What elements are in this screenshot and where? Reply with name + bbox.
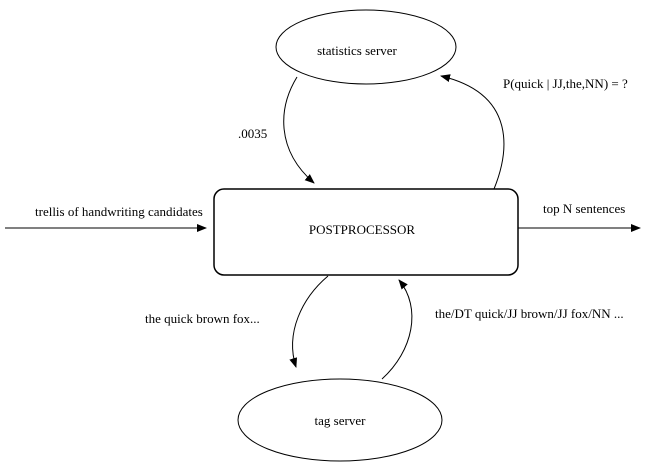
edge-stats-query-arrow xyxy=(440,74,505,190)
tag-query-label: the quick brown fox... xyxy=(145,311,260,326)
stats-response-label: .0035 xyxy=(238,126,268,141)
postprocessor-label: POSTPROCESSOR xyxy=(308,222,416,237)
stats-query-label: P(quick | JJ,the,NN) = ? xyxy=(503,76,628,91)
tag-response-label: the/DT quick/JJ brown/JJ fox/NN ... xyxy=(435,306,624,321)
node-tag-server xyxy=(237,378,443,462)
node-postprocessor xyxy=(213,188,519,276)
edge-stats-response-arrow xyxy=(283,76,315,184)
edge-tag-response-arrow xyxy=(381,279,413,380)
edge-tag-query-arrow xyxy=(289,275,329,368)
output-label: top N sentences xyxy=(543,201,626,216)
node-statistics-server xyxy=(275,9,457,85)
input-label: trellis of handwriting candidates xyxy=(35,204,203,219)
statistics-server-label: statistics server xyxy=(317,43,397,58)
tag-server-label: tag server xyxy=(314,413,366,428)
